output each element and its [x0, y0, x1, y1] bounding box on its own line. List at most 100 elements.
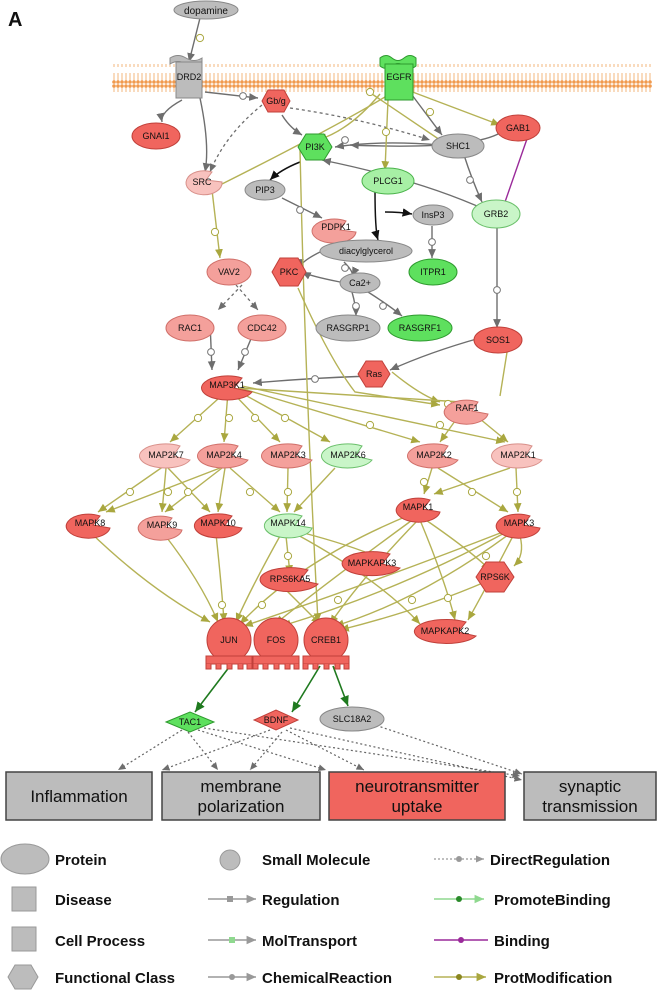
process-inflammation[interactable]: Inflammation	[5, 771, 153, 821]
node-PLCG1[interactable]: PLCG1	[361, 167, 415, 195]
svg-text:RASGRP1: RASGRP1	[326, 323, 369, 333]
svg-text:Functional Class: Functional Class	[55, 970, 175, 987]
svg-text:PI3K: PI3K	[305, 142, 325, 152]
svg-text:Disease: Disease	[55, 892, 112, 909]
node-MAP2K6[interactable]: MAP2K6	[321, 443, 373, 469]
node-MAPK14[interactable]: MAPK14	[263, 513, 313, 539]
svg-text:ProtModification: ProtModification	[494, 970, 612, 987]
svg-text:Regulation: Regulation	[262, 892, 340, 909]
svg-text:membrane: membrane	[200, 777, 281, 796]
svg-text:SOS1: SOS1	[486, 335, 510, 345]
svg-text:MAPK3: MAPK3	[504, 518, 535, 528]
node-MAPKAPK3[interactable]: MAPKAPK3	[341, 551, 401, 577]
node-MAPK1[interactable]: MAPK1	[395, 497, 441, 523]
node-dopamine[interactable]: dopamine	[173, 0, 239, 20]
svg-text:ChemicalReaction: ChemicalReaction	[262, 970, 392, 987]
svg-text:MAP2K6: MAP2K6	[330, 450, 366, 460]
node-diacylglycerol[interactable]: diacylglycerol	[319, 239, 413, 263]
svg-text:SHC1: SHC1	[446, 141, 470, 151]
svg-text:synaptic: synaptic	[559, 777, 622, 796]
svg-text:MAP3K1: MAP3K1	[209, 380, 245, 390]
node-GRB2[interactable]: GRB2	[471, 199, 521, 229]
process-membrane-polarization[interactable]: membrane polarization	[161, 771, 321, 821]
node-RAC1[interactable]: RAC1	[165, 314, 215, 342]
svg-text:MolTransport: MolTransport	[262, 933, 357, 950]
svg-text:DRD2: DRD2	[177, 72, 202, 82]
svg-text:transmission: transmission	[542, 797, 637, 816]
node-ITPR1[interactable]: ITPR1	[408, 258, 458, 286]
node-SHC1[interactable]: SHC1	[431, 133, 485, 159]
node-VAV2[interactable]: VAV2	[206, 258, 252, 286]
svg-text:Ca2+: Ca2+	[349, 278, 371, 288]
node-SOS1[interactable]: SOS1	[473, 326, 523, 354]
svg-text:TAC1: TAC1	[179, 717, 201, 727]
svg-text:MAPK9: MAPK9	[147, 520, 178, 530]
node-MAP2K4[interactable]: MAP2K4	[197, 443, 249, 469]
node-MAP2K2[interactable]: MAP2K2	[407, 443, 459, 469]
node-MAPK8[interactable]: MAPK8	[65, 513, 111, 539]
node-RPS6KA5[interactable]: RPS6KA5	[259, 567, 319, 593]
node-PI3K[interactable]: PI3K	[297, 133, 333, 161]
svg-text:MAP2K2: MAP2K2	[416, 450, 452, 460]
svg-text:RAF1: RAF1	[455, 403, 478, 413]
svg-text:MAPK14: MAPK14	[270, 518, 306, 528]
process-neurotransmitter-uptake[interactable]: neurotransmitter uptake	[328, 771, 506, 821]
node-Gbg[interactable]: Gb/g	[261, 89, 291, 113]
node-RPS6K[interactable]: RPS6K	[475, 561, 515, 593]
node-RASGRP1[interactable]: RASGRP1	[315, 314, 381, 342]
node-GAB1[interactable]: GAB1	[495, 114, 541, 142]
svg-text:Small Molecule: Small Molecule	[262, 852, 370, 869]
node-MAPK9[interactable]: MAPK9	[137, 515, 183, 541]
svg-text:PKC: PKC	[280, 267, 299, 277]
panel-label: A	[8, 9, 22, 31]
node-SRC[interactable]: SRC	[185, 170, 223, 196]
node-MAP2K1[interactable]: MAP2K1	[491, 443, 543, 469]
node-MAPK10[interactable]: MAPK10	[193, 513, 243, 539]
node-Ca2[interactable]: Ca2+	[339, 272, 381, 294]
node-FOS[interactable]: FOS	[252, 617, 300, 670]
node-EGFR[interactable]: EGFR	[379, 55, 417, 101]
node-MAP2K7[interactable]: MAP2K7	[139, 443, 191, 469]
svg-text:MAPK1: MAPK1	[403, 502, 434, 512]
legend-small-molecule: Small Molecule	[219, 849, 370, 871]
svg-text:RPS6K: RPS6K	[480, 572, 510, 582]
node-BDNF[interactable]: BDNF	[252, 709, 300, 731]
svg-text:InsP3: InsP3	[421, 210, 444, 220]
svg-text:ITPR1: ITPR1	[420, 267, 446, 277]
node-DRD2[interactable]: DRD2	[169, 55, 203, 99]
node-SLC18A2[interactable]: SLC18A2	[319, 706, 385, 732]
node-RASGRF1[interactable]: RASGRF1	[387, 314, 453, 342]
node-GNAI1[interactable]: GNAI1	[131, 122, 181, 150]
svg-text:neurotransmitter: neurotransmitter	[355, 777, 479, 796]
svg-text:Gb/g: Gb/g	[266, 96, 286, 106]
node-CREB1[interactable]: CREB1	[302, 617, 350, 670]
node-PIP3[interactable]: PIP3	[244, 179, 286, 201]
node-Ras[interactable]: Ras	[357, 360, 391, 388]
svg-text:MAPKAPK3: MAPKAPK3	[348, 558, 397, 568]
svg-text:EGFR: EGFR	[386, 72, 412, 82]
svg-text:SLC18A2: SLC18A2	[333, 714, 372, 724]
process-synaptic-transmission[interactable]: synaptic transmission	[523, 771, 657, 821]
node-MAPK3[interactable]: MAPK3	[495, 513, 541, 539]
legend-promote-binding: PromoteBinding	[434, 892, 611, 909]
node-CDC42[interactable]: CDC42	[237, 314, 287, 342]
svg-text:Protein: Protein	[55, 852, 107, 869]
node-JUN[interactable]: JUN	[205, 617, 253, 670]
node-TAC1[interactable]: TAC1	[164, 711, 216, 733]
svg-text:FOS: FOS	[267, 635, 286, 645]
svg-text:Binding: Binding	[494, 933, 550, 950]
legend-functional-class: Functional Class	[7, 964, 175, 990]
legend-direct-regulation: DirectRegulation	[434, 852, 610, 869]
edge-markers-grey	[207, 92, 501, 383]
node-RAF1[interactable]: RAF1	[443, 399, 489, 425]
node-PKC[interactable]: PKC	[271, 257, 307, 287]
svg-text:CREB1: CREB1	[311, 635, 341, 645]
node-MAP3K1[interactable]: MAP3K1	[201, 375, 253, 401]
svg-text:RASGRF1: RASGRF1	[399, 323, 442, 333]
node-InsP3[interactable]: InsP3	[412, 204, 454, 226]
node-PDPK1[interactable]: PDPK1	[311, 218, 357, 244]
node-MAPKAPK2[interactable]: MAPKAPK2	[413, 619, 478, 644]
svg-text:MAP2K1: MAP2K1	[500, 450, 536, 460]
node-MAP2K3[interactable]: MAP2K3	[261, 443, 313, 469]
svg-text:GRB2: GRB2	[484, 209, 509, 219]
